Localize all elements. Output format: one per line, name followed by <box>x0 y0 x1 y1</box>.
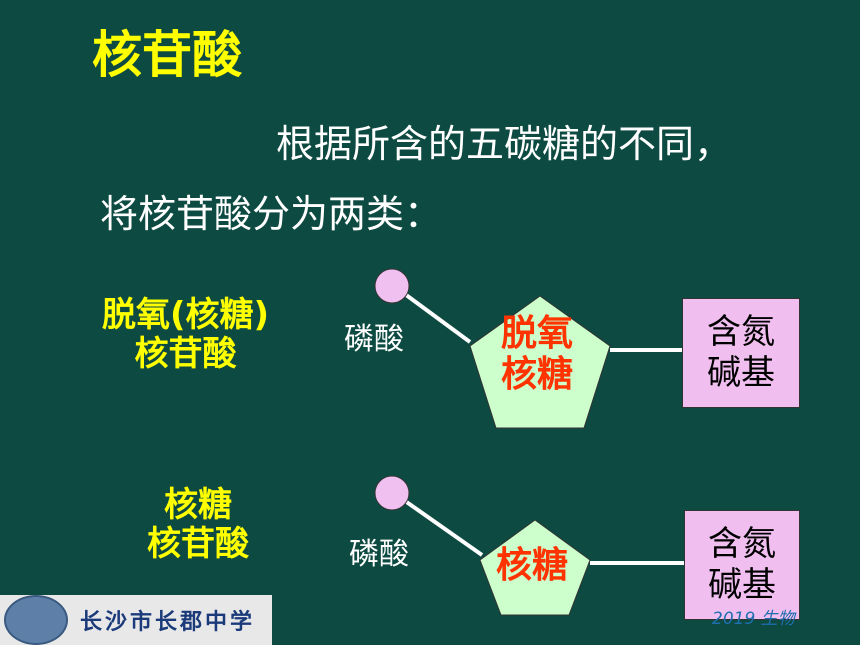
base-label-2-line2: 碱基 <box>708 565 776 605</box>
nitrogen-base-box-1: 含氮 碱基 <box>682 298 800 408</box>
sugar-label-1-line1: 脱氧 <box>500 313 573 354</box>
phosphate-label-1: 磷酸 <box>344 322 404 357</box>
school-logo-banner: 长沙市长郡中学 <box>0 595 272 645</box>
type-label-ribo: 核糖 核苷酸 <box>118 485 278 565</box>
type-label-ribo-line2: 核苷酸 <box>147 524 249 565</box>
phosphate-bond-2 <box>396 494 484 557</box>
phosphate-circle-1 <box>374 268 410 304</box>
sugar-label-2: 核糖 <box>482 545 582 586</box>
base-label-1-line1: 含氮 <box>707 312 775 353</box>
pentose-pentagon-2 <box>479 519 591 616</box>
type-label-deoxy: 脱氧(核糖) 核苷酸 <box>78 295 293 375</box>
nitrogen-base-box-2: 含氮 碱基 <box>684 510 800 620</box>
phosphate-label-2: 磷酸 <box>349 537 409 572</box>
intro-line-2: 将核苷酸分为两类： <box>100 192 443 236</box>
sugar-label-2-line1: 核糖 <box>495 545 568 586</box>
type-label-ribo-line1: 核糖 <box>164 485 232 525</box>
intro-line-1: 根据所含的五碳糖的不同， <box>276 122 733 166</box>
phosphate-bond-1 <box>396 287 472 344</box>
sugar-label-1: 脱氧 核糖 <box>487 313 587 396</box>
sugar-label-1-line2: 核糖 <box>500 354 573 396</box>
type-label-deoxy-line1: 脱氧(核糖) <box>101 295 270 335</box>
base-label-2-line1: 含氮 <box>708 524 776 565</box>
school-name: 长沙市长郡中学 <box>80 609 256 635</box>
slide-title: 核苷酸 <box>92 26 242 84</box>
base-label-1-line2: 碱基 <box>707 353 775 393</box>
school-seal-icon <box>4 595 68 645</box>
pentose-pentagon-1 <box>469 295 611 429</box>
phosphate-circle-2 <box>374 475 410 511</box>
watermark: 2019 生物 <box>712 609 795 629</box>
type-label-deoxy-line2: 核苷酸 <box>134 334 237 375</box>
